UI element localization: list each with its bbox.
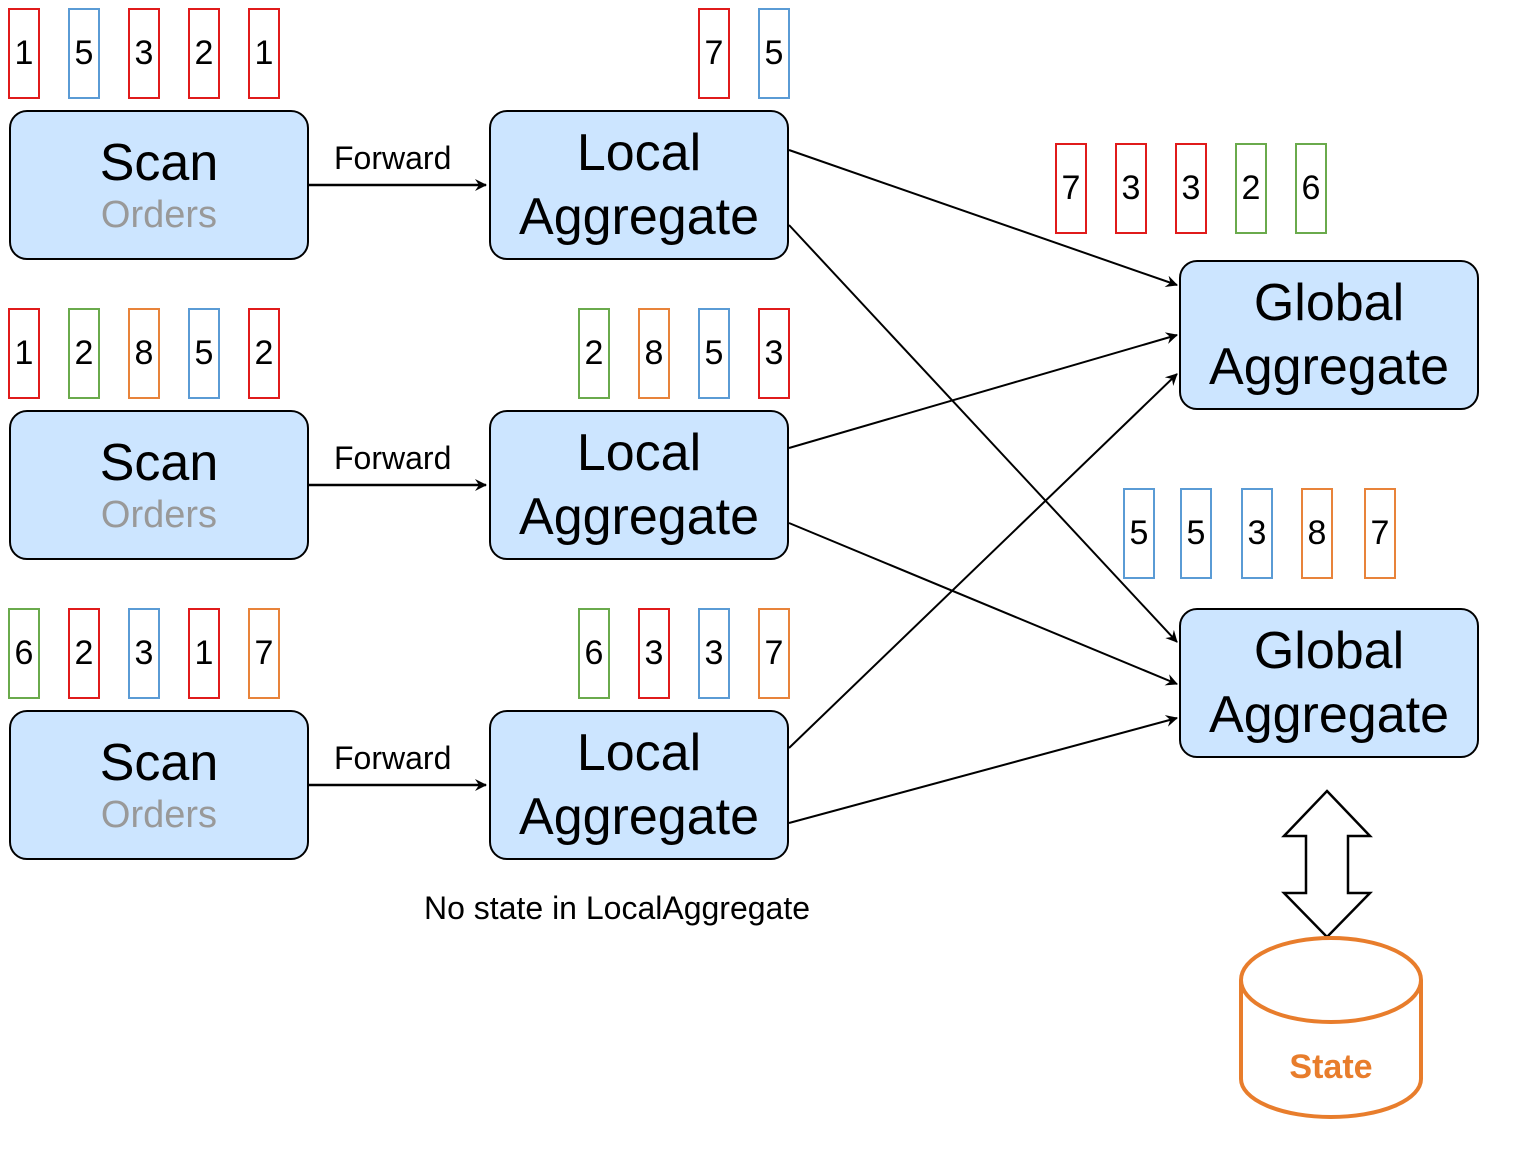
node-line-2: Aggregate (1209, 338, 1449, 396)
record-token: 5 (68, 8, 100, 99)
record-token: 2 (68, 608, 100, 699)
record-token: 2 (248, 308, 280, 399)
record-token: 7 (698, 8, 730, 99)
record-token: 5 (1180, 488, 1212, 579)
node-line-1: Global (1253, 622, 1405, 680)
record-token: 7 (1364, 488, 1396, 579)
local-aggregate-node-3[interactable]: Local Aggregate (489, 710, 789, 860)
scan-node-subtitle: Orders (100, 494, 218, 536)
edge-local3-global1 (788, 373, 1178, 749)
record-token: 5 (188, 308, 220, 399)
global-aggregate-node-2[interactable]: Global Aggregate (1179, 608, 1479, 758)
scan-node-3[interactable]: Scan Orders (9, 710, 309, 860)
node-line-1: Global (1253, 274, 1405, 332)
node-line-1: Local (576, 724, 702, 782)
edge-local2-global2 (788, 522, 1178, 686)
record-token: 2 (188, 8, 220, 99)
record-token: 8 (1301, 488, 1333, 579)
record-token: 3 (128, 8, 160, 99)
state-database-icon (1239, 936, 1423, 1119)
record-token: 2 (68, 308, 100, 399)
edge-local1-global2 (788, 224, 1178, 643)
edge-local3-global2 (788, 715, 1178, 824)
record-token: 3 (128, 608, 160, 699)
record-token: 3 (1175, 143, 1207, 234)
record-token: 3 (758, 308, 790, 399)
edge-local2-global1 (788, 332, 1178, 449)
record-token: 3 (638, 608, 670, 699)
global-aggregate-node-1[interactable]: Global Aggregate (1179, 260, 1479, 410)
record-token: 7 (248, 608, 280, 699)
record-token: 3 (1241, 488, 1273, 579)
record-token: 5 (758, 8, 790, 99)
record-token: 6 (8, 608, 40, 699)
forward-label-1: Forward (334, 140, 452, 176)
record-token: 7 (1055, 143, 1087, 234)
node-line-1: Local (576, 424, 702, 482)
record-token: 8 (128, 308, 160, 399)
scan-node-title: Scan (99, 434, 219, 492)
record-token: 7 (758, 608, 790, 699)
record-token: 5 (698, 308, 730, 399)
scan-node-1[interactable]: Scan Orders (9, 110, 309, 260)
record-token: 6 (1295, 143, 1327, 234)
record-token: 1 (8, 8, 40, 99)
scan-node-title: Scan (99, 734, 219, 792)
record-token: 6 (578, 608, 610, 699)
state-label: State (1289, 1048, 1373, 1086)
scan-node-title: Scan (99, 134, 219, 192)
record-token: 2 (578, 308, 610, 399)
record-token: 3 (698, 608, 730, 699)
node-line-2: Aggregate (1209, 686, 1449, 744)
forward-label-2: Forward (334, 440, 452, 476)
scan-node-subtitle: Orders (100, 194, 218, 236)
record-token: 3 (1115, 143, 1147, 234)
node-line-1: Local (576, 124, 702, 182)
node-line-2: Aggregate (519, 188, 759, 246)
record-token: 8 (638, 308, 670, 399)
local-aggregate-node-2[interactable]: Local Aggregate (489, 410, 789, 560)
record-token: 2 (1235, 143, 1267, 234)
scan-node-subtitle: Orders (100, 794, 218, 836)
record-token: 1 (8, 308, 40, 399)
forward-label-3: Forward (334, 740, 452, 776)
record-token: 1 (248, 8, 280, 99)
local-aggregate-node-1[interactable]: Local Aggregate (489, 110, 789, 260)
edge-local1-global1 (788, 149, 1178, 288)
node-line-2: Aggregate (519, 788, 759, 846)
node-line-2: Aggregate (519, 488, 759, 546)
record-token: 1 (188, 608, 220, 699)
state-access-arrow (1281, 789, 1373, 939)
no-state-note: No state in LocalAggregate (424, 890, 811, 926)
scan-node-2[interactable]: Scan Orders (9, 410, 309, 560)
record-token: 5 (1123, 488, 1155, 579)
